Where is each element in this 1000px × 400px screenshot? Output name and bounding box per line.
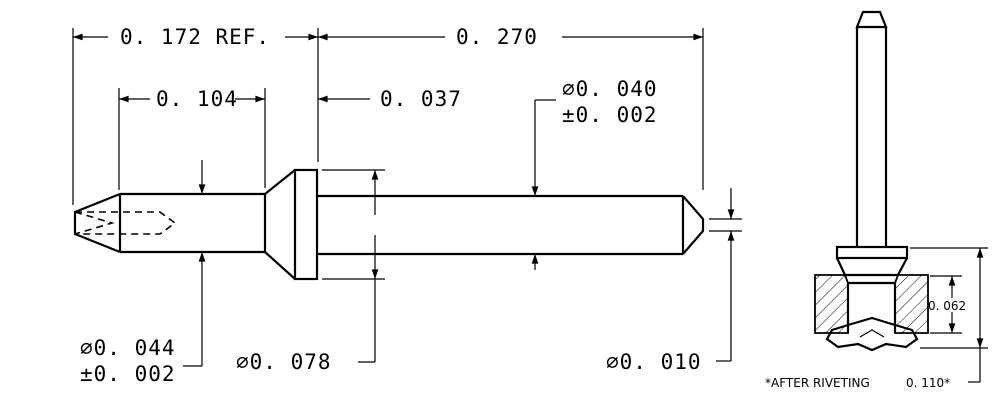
tip-diameter-label: ⌀0. 044 xyxy=(80,336,176,360)
installed-view xyxy=(814,10,929,352)
collar-length-label: 0. 037 xyxy=(380,87,462,111)
rivet-height-label: 0. 110* xyxy=(906,376,950,390)
pin-hidden-cone xyxy=(74,211,115,235)
shaft-tolerance-label: ±0. 002 xyxy=(562,103,658,127)
shaft-diameter-label: ⌀0. 040 xyxy=(562,77,658,101)
riveted-flare xyxy=(825,316,919,352)
installed-pin-body xyxy=(846,281,897,333)
pin-shaft xyxy=(317,194,683,256)
collar-diameter-label: ⌀0. 078 xyxy=(236,350,332,374)
ref-length-label: 0. 172 REF. xyxy=(120,25,270,49)
installed-pin-tip xyxy=(855,10,888,29)
installed-dimensions xyxy=(910,247,988,383)
riveted-flare-inner xyxy=(859,329,885,338)
installed-pin-taper xyxy=(836,257,908,277)
end-diameter-label: ⌀0. 010 xyxy=(606,350,702,374)
tip-tolerance-label: ±0. 002 xyxy=(80,362,176,386)
pin-hidden-bore xyxy=(75,211,177,235)
pin-tip-chamfer xyxy=(73,192,121,254)
panel-section-right xyxy=(894,274,929,334)
pin-collar xyxy=(293,168,319,281)
tip-length-label: 0. 104 xyxy=(156,87,238,111)
pin-end-chamfer xyxy=(682,195,705,255)
total-length-label: 0. 270 xyxy=(456,25,538,49)
pin-tip-body xyxy=(118,192,265,254)
pin-taper xyxy=(263,169,296,280)
panel-section-left xyxy=(814,274,849,334)
dimension-lines xyxy=(72,28,742,367)
footnote-label: *AFTER RIVETING xyxy=(765,376,870,390)
installed-pin-shaft xyxy=(855,27,888,247)
installed-pin-collar xyxy=(835,245,909,260)
pin-side-view xyxy=(73,168,705,281)
panel-thickness-label: 0. 062 xyxy=(928,299,966,313)
